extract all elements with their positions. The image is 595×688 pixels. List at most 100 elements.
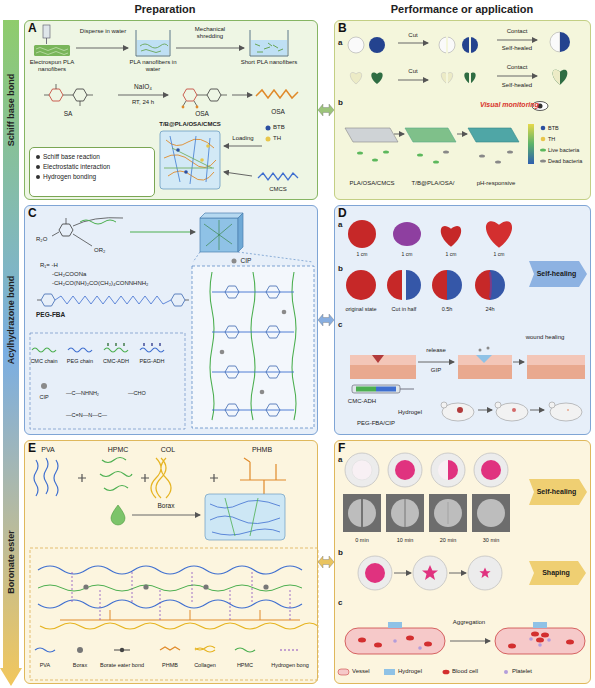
- hydrogel-photo: [441, 226, 461, 247]
- legend-box: [30, 333, 185, 429]
- gel-photo: [386, 494, 424, 532]
- sa-structure: [73, 89, 87, 101]
- panel-fill: [24, 20, 318, 200]
- text-label: Self-healed: [502, 82, 532, 89]
- wound-model: [372, 355, 384, 363]
- hydrazone-network: [225, 366, 239, 378]
- text-label: Self-healed: [502, 45, 532, 52]
- mouse-icon: [550, 403, 582, 421]
- wound-spot: [567, 409, 569, 411]
- gel-photo: [477, 499, 505, 527]
- shaping-dish: [422, 565, 438, 580]
- bullet-text: Hydrogen bonding: [36, 172, 148, 182]
- syringe-icon: [352, 385, 400, 393]
- self-healing-photos: [469, 68, 471, 86]
- text-label: T/B@PLA/OSA/: [412, 180, 455, 187]
- panel-fill: [24, 205, 318, 435]
- hydrogel-cube: [164, 148, 214, 168]
- text-label: Cut: [408, 32, 417, 39]
- process-arrow: [224, 146, 262, 147]
- legend-label: HPMC: [237, 662, 253, 668]
- wound-model: [527, 365, 585, 379]
- panel-letter: C: [28, 207, 37, 220]
- chevron-box: Shaping: [529, 561, 586, 585]
- text-label: 20 min: [440, 537, 457, 543]
- legend-icon: [32, 348, 56, 352]
- text-label: original state: [345, 306, 376, 312]
- text-label: OSA: [271, 108, 285, 115]
- plus-sign: [78, 474, 86, 482]
- sa-structure: [44, 84, 93, 106]
- hydrazone-network: [266, 286, 280, 298]
- polymer-chains: [34, 458, 286, 501]
- th-dot: [266, 137, 271, 142]
- hydrogel-cube: [200, 213, 243, 252]
- self-healing-photos: [350, 72, 361, 84]
- text-label: PLA/OSA/CMCS: [349, 180, 394, 187]
- text-label: Mechanical shredding: [181, 26, 239, 40]
- double-arrow: [318, 104, 334, 116]
- shaping-dish: [413, 556, 447, 590]
- chevron-text: Self-healing: [537, 488, 577, 496]
- legend-icon: [108, 343, 124, 346]
- peg-fba-structure: [55, 296, 171, 304]
- hydrazone-network: [220, 350, 225, 355]
- hydrogel-photo: [475, 270, 490, 300]
- bullet-text: Electrostatic interaction: [36, 162, 148, 172]
- self-healing-photos: [469, 36, 471, 54]
- legend-label: CMC-ADH: [103, 358, 129, 364]
- text-label: 0 min: [355, 537, 368, 543]
- bacteria: [495, 160, 501, 163]
- self-healing-photos: [553, 70, 560, 85]
- osa-structure: [182, 106, 185, 109]
- sensor-slab: [405, 128, 456, 142]
- text-label: Live bacteria: [548, 147, 579, 153]
- process-arrow: [232, 95, 252, 96]
- bacteria: [383, 150, 389, 153]
- text-label: Borax: [158, 502, 175, 509]
- text-label: HPMC: [108, 446, 129, 454]
- text-label: Cut in half: [392, 306, 417, 312]
- text-label: Performance or application: [391, 3, 533, 16]
- process-arrow: [398, 43, 428, 44]
- legend-icon: [195, 646, 215, 652]
- hydrogel-cube: [184, 170, 188, 174]
- process-arrow: [449, 573, 466, 574]
- text-label: RT, 24 h: [132, 99, 154, 106]
- text-label: 10 min: [397, 537, 414, 543]
- text-label: Contact: [507, 64, 528, 71]
- plus-sign: [141, 474, 149, 482]
- text-label: 0.5h: [442, 306, 453, 312]
- osa-structure: [207, 89, 221, 101]
- text-label: CMC-ADH: [348, 398, 376, 405]
- gel-photo: [361, 499, 362, 527]
- legend-icon: [68, 348, 92, 352]
- mouse-icon: [496, 403, 528, 421]
- legend-label: Platelet: [512, 668, 532, 675]
- vessel: [388, 622, 402, 628]
- hydrogel-photo: [432, 270, 447, 300]
- hydrogel-photo: [486, 221, 512, 248]
- panel-fill: [334, 440, 591, 684]
- vessel: [495, 628, 585, 654]
- self-healing-photos: [553, 70, 568, 85]
- boronate-network: [38, 600, 302, 608]
- hydrazone-network: [282, 310, 287, 315]
- peg-fba-structure: [171, 294, 185, 306]
- panel: B: [334, 20, 591, 200]
- text-label: PLA nanofibers in water: [127, 59, 179, 73]
- legend-dot: [541, 137, 546, 142]
- vessel: [531, 632, 539, 637]
- self-healing-photos: [439, 37, 455, 53]
- self-healing-photos: [550, 32, 560, 52]
- wound-model: [458, 365, 512, 379]
- process-arrow: [457, 134, 467, 135]
- hydrogel-block: [210, 500, 280, 535]
- legend-label: PEG-ADH: [139, 358, 164, 364]
- text-label: BTB: [273, 124, 285, 131]
- mouse-icon: [495, 402, 501, 408]
- legend-label: CMC chain: [30, 358, 57, 364]
- panel-fill: [334, 20, 591, 200]
- dish-photo: [438, 460, 448, 480]
- text-label: OSA: [195, 110, 209, 117]
